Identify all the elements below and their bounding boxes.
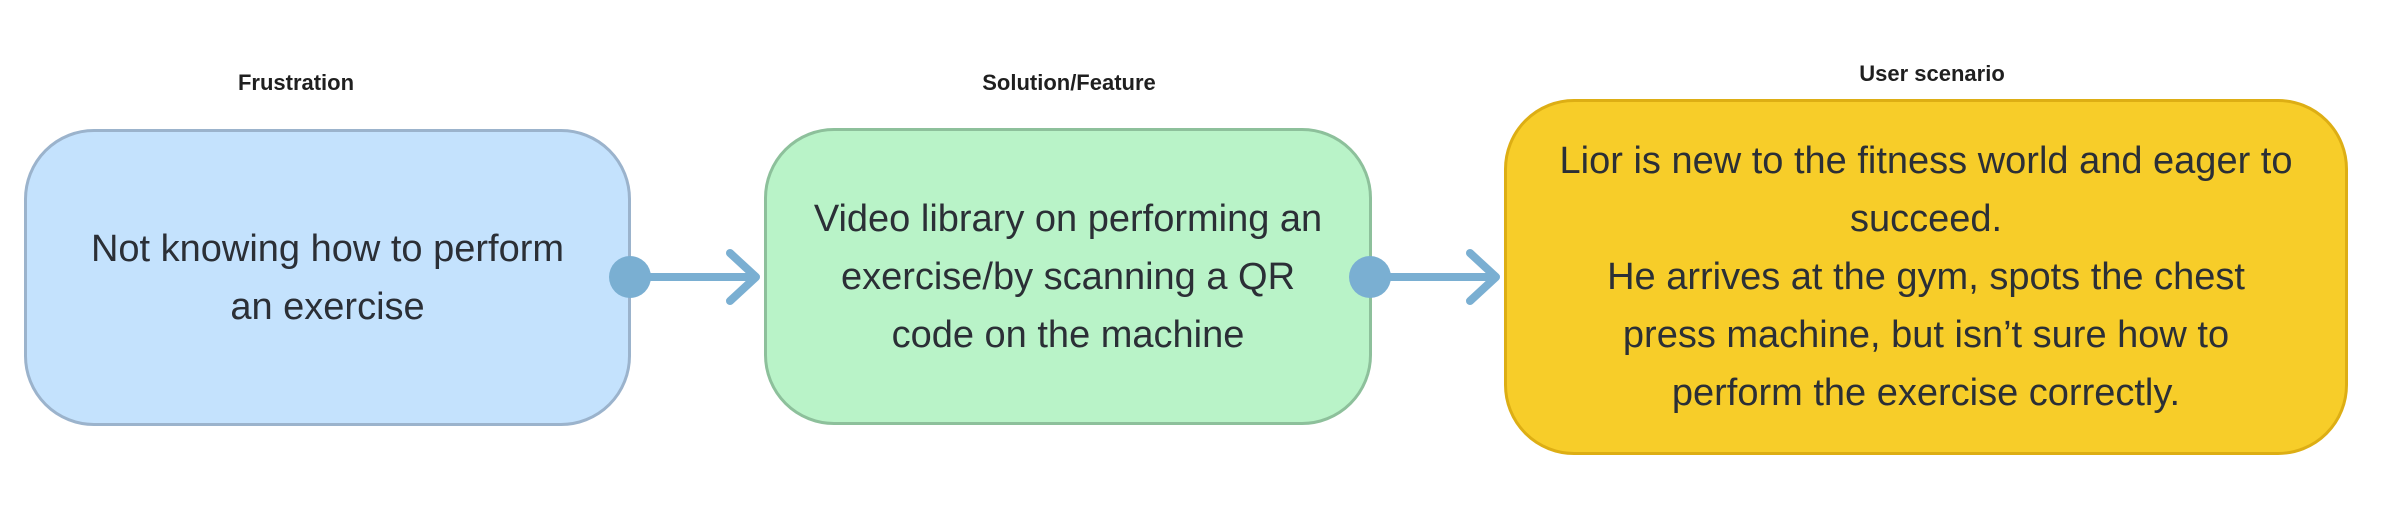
connector-handle-dot[interactable] [1349,256,1391,298]
frustration-heading: Frustration [237,70,355,95]
connector-arrow-frustration-to-solution[interactable] [600,245,770,315]
solution-card[interactable]: Video library on performing an exercise/… [764,128,1372,425]
frustration-card[interactable]: Not knowing how to perform an exercise [24,129,631,426]
arrow-head-icon [1466,249,1500,305]
solution-card-text: Video library on performing an exercise/… [787,190,1349,364]
scenario-line: succeed. [1849,198,2003,240]
scenario-line: Lior is new to the fitness world and eag… [1559,140,2293,182]
connector-handle-dot[interactable] [609,256,651,298]
scenario-line: perform the exercise correctly. [1671,372,2181,414]
scenario-line: He arrives at the gym, spots the chest [1607,256,2245,298]
connector-arrow-solution-to-scenario[interactable] [1340,245,1510,315]
solution-line: Video library on performing an [813,197,1323,240]
user-scenario-heading: User scenario [1859,61,2005,86]
solution-line: code on the machine [891,313,1245,356]
arrow-head-icon [726,249,760,305]
user-scenario-card[interactable]: Lior is new to the fitness world and eag… [1504,99,2348,455]
frustration-line: Not knowing how to perform [90,227,565,270]
solution-line: exercise/by scanning a QR [840,255,1296,298]
frustration-line: an exercise [230,285,425,328]
frustration-card-text: Not knowing how to perform an exercise [47,220,608,336]
scenario-line: press machine, but isn’t sure how to [1622,314,2230,356]
user-scenario-card-text: Lior is new to the fitness world and eag… [1527,132,2325,422]
solution-feature-heading: Solution/Feature [982,70,1156,95]
